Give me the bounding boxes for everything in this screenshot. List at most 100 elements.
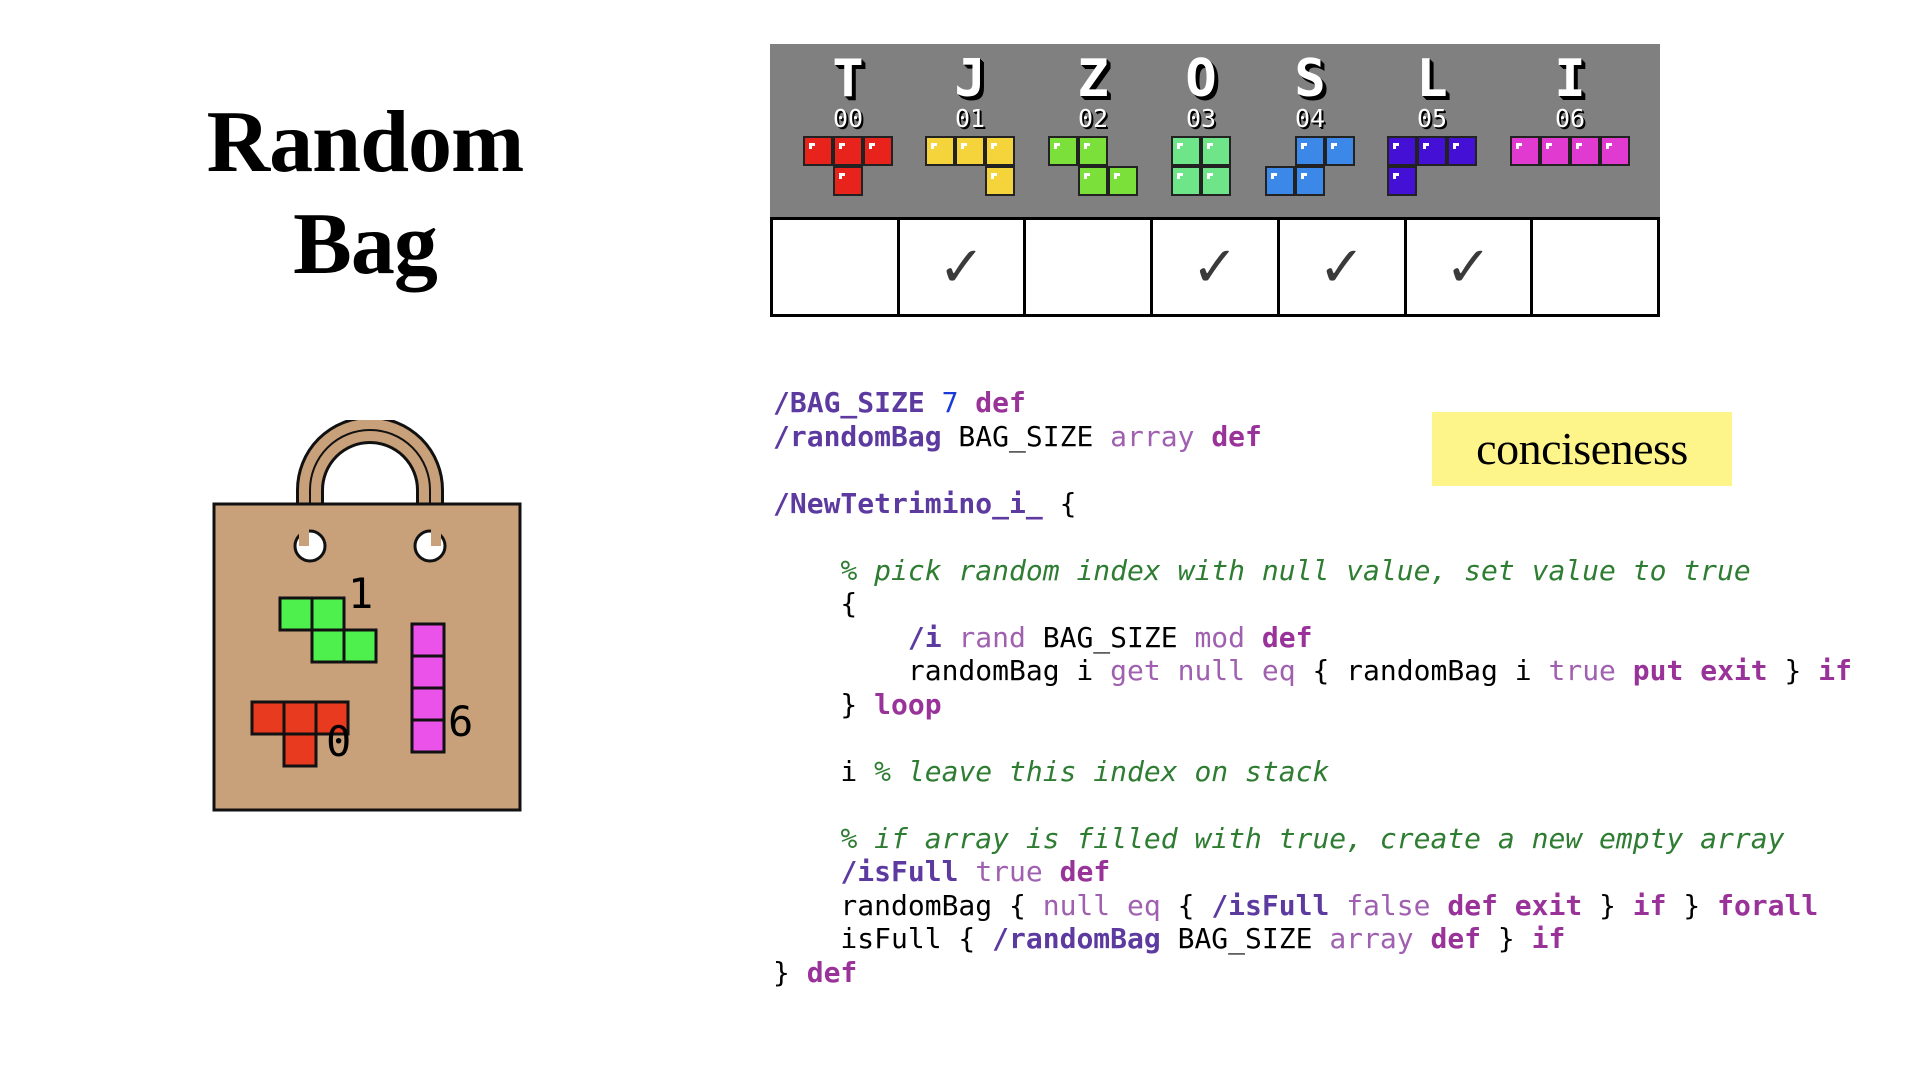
block-highlight	[1301, 173, 1307, 179]
piece-index: 02	[1077, 104, 1109, 133]
piece-index: 00	[832, 104, 864, 133]
tetrimino-block	[1387, 136, 1417, 166]
code-line: /randomBag BAG_SIZE array def	[773, 420, 1852, 454]
code-line: /i rand BAG_SIZE mod def	[773, 621, 1852, 655]
slide-title: Random Bag	[150, 92, 580, 296]
code-token: null	[1042, 888, 1111, 922]
piece-letter: L	[1416, 49, 1448, 109]
code-token	[925, 386, 942, 419]
title-line-2: Bag	[293, 196, 438, 293]
code-token	[1414, 922, 1431, 955]
code-token: /isFull	[1211, 888, 1330, 922]
tetrimino-block	[1447, 136, 1477, 166]
code-token	[1110, 889, 1127, 922]
tetrimino-o-icon	[1171, 136, 1231, 196]
code-token: }	[1582, 888, 1633, 922]
code-token: i	[773, 754, 875, 788]
code-line	[773, 520, 1852, 554]
tetrimino-block	[1325, 136, 1355, 166]
code-token	[958, 386, 975, 419]
piece-index: 05	[1416, 104, 1448, 133]
tetrimino-block	[1078, 166, 1108, 196]
code-token: randomBag {	[773, 888, 1043, 922]
tetrimino-z-icon	[1048, 136, 1138, 196]
code-token: get	[1110, 654, 1161, 687]
tetrimino-block	[1171, 136, 1201, 166]
tetrimino-block	[955, 136, 985, 166]
code-token	[1683, 654, 1700, 687]
bag-t-piece-block	[282, 700, 318, 736]
block-highlight	[1084, 173, 1090, 179]
tetrimino-block	[1265, 166, 1295, 196]
tetrimino-block	[1295, 166, 1325, 196]
block-highlight	[1516, 143, 1522, 149]
code-token: % if array is filled with true, create a…	[840, 821, 1785, 855]
bag-i-piece-block	[410, 718, 446, 754]
code-token	[773, 855, 840, 888]
code-token	[1043, 855, 1060, 888]
piece-letter: I	[1554, 49, 1586, 109]
code-token: {	[773, 587, 858, 620]
code-token: randomBag i	[773, 654, 1111, 687]
conciseness-badge: conciseness	[1432, 412, 1732, 486]
code-token: /BAG_SIZE	[773, 386, 925, 419]
tetrimino-block	[863, 136, 893, 166]
code-token: false	[1346, 888, 1431, 922]
tetrimino-block	[985, 166, 1015, 196]
code-line: /NewTetrimino_i_ {	[773, 487, 1852, 521]
code-token: true	[1548, 654, 1616, 687]
bag-z-piece-block	[342, 628, 378, 664]
bag-z-piece-block	[310, 596, 346, 632]
check-cell-4: ✓	[1280, 220, 1407, 314]
piece-index: 01	[954, 104, 986, 133]
block-highlight	[839, 173, 845, 179]
code-token: {	[1160, 888, 1212, 922]
tetrimino-block	[1201, 166, 1231, 196]
tetrimino-block	[1570, 136, 1600, 166]
tetrimino-block	[1108, 166, 1138, 196]
block-highlight	[1114, 173, 1120, 179]
code-token: eq	[1261, 654, 1296, 687]
block-highlight	[1054, 143, 1060, 149]
block-highlight	[1177, 173, 1183, 179]
bag-t-piece-block	[314, 700, 350, 736]
bag-checklist-row: ✓✓✓✓	[770, 217, 1660, 317]
code-token: }	[1666, 888, 1718, 922]
bag-t-piece-block	[250, 700, 286, 736]
code-line: i % leave this index on stack	[773, 755, 1852, 789]
block-highlight	[1331, 143, 1337, 149]
block-highlight	[991, 143, 997, 149]
code-token: def	[1430, 922, 1482, 955]
piece-letter: J	[954, 49, 986, 109]
block-highlight	[1177, 143, 1183, 149]
check-cell-0	[773, 220, 900, 314]
block-highlight	[1576, 143, 1582, 149]
code-token: true	[975, 855, 1043, 888]
code-token: array	[1110, 419, 1195, 453]
code-token	[1161, 654, 1178, 687]
code-token: { randomBag i	[1295, 654, 1549, 687]
code-token: if	[1632, 888, 1667, 922]
code-token: put	[1632, 654, 1684, 687]
piece-letter: O	[1185, 49, 1217, 109]
bag-handle-inner-line	[309, 429, 431, 548]
code-token	[773, 554, 840, 587]
code-token: array	[1329, 922, 1414, 955]
code-line	[773, 788, 1852, 822]
code-token: /randomBag	[773, 419, 942, 453]
block-highlight	[1084, 143, 1090, 149]
tetrimino-j-icon	[925, 136, 1015, 196]
bag-i-piece-block	[410, 686, 446, 722]
code-token: }	[773, 955, 807, 989]
shopping-bag-icon: 1 0 6	[212, 420, 522, 812]
code-token	[773, 822, 840, 855]
block-highlight	[991, 173, 997, 179]
code-token: BAG_SIZE	[1160, 922, 1330, 955]
code-token: BAG_SIZE	[1025, 620, 1195, 654]
code-token: }	[773, 687, 875, 721]
code-line: randomBag { null eq { /isFull false def …	[773, 889, 1852, 923]
block-highlight	[1207, 173, 1213, 179]
code-token: /i	[907, 620, 942, 654]
tetrimino-block	[803, 136, 833, 166]
